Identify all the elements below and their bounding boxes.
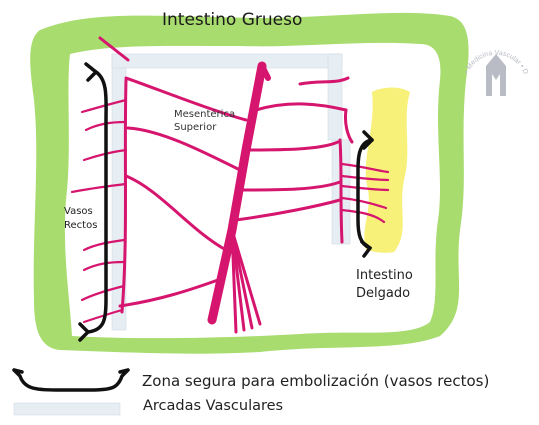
- label-large-intestine: Intestino Grueso: [162, 10, 303, 30]
- watermark-emblem: [486, 54, 506, 96]
- legend-arcade-swatch: [13, 402, 121, 416]
- safe-zone-brackets: [78, 62, 374, 342]
- large-intestine: [30, 12, 469, 354]
- small-intestine: [364, 87, 410, 253]
- label-superior-mesenteric: Mesentérica Superior: [174, 108, 235, 134]
- label-vasa-line1: Vasos: [64, 206, 93, 217]
- label-sma-line2: Superior: [174, 122, 217, 133]
- label-sma-line1: Mesentérica: [174, 109, 236, 120]
- legend-arcades-label: Arcadas Vasculares: [143, 398, 284, 414]
- legend-safe-zone-label: Zona segura para embolización (vasos rec…: [142, 372, 490, 390]
- label-small-line1: Intestino: [356, 268, 413, 283]
- label-small-intestine: Intestino Delgado: [356, 267, 413, 303]
- label-small-line2: Delgado: [356, 286, 411, 301]
- vascular-arcades: [111, 53, 351, 331]
- label-vasa-recta: Vasos Rectos: [64, 205, 97, 233]
- label-vasa-line2: Rectos: [64, 220, 98, 231]
- mesenteric-vessels: [70, 36, 390, 334]
- legend-bracket-symbol: [12, 368, 130, 392]
